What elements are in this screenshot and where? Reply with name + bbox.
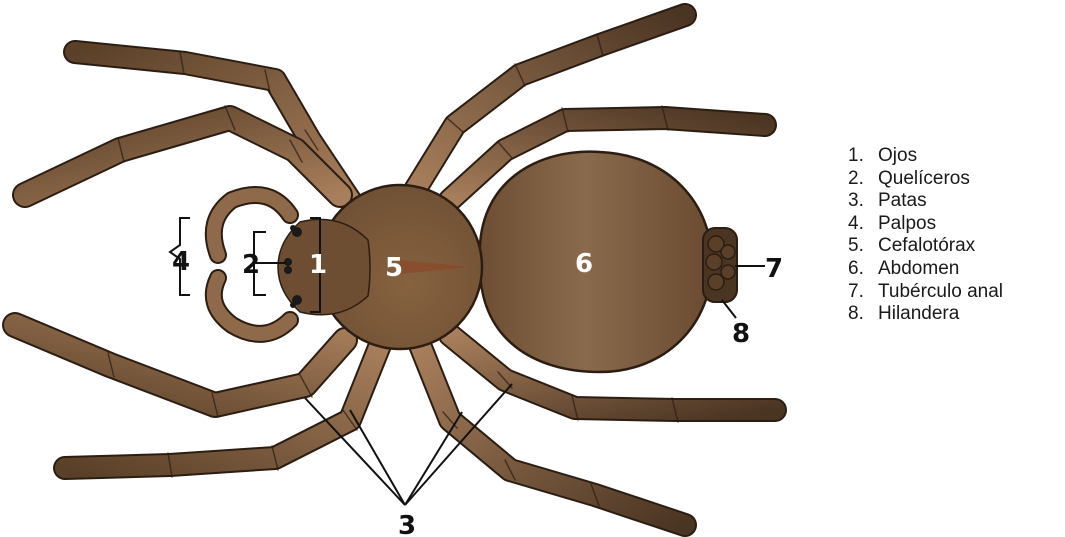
legend-label: Ojos [878, 145, 917, 168]
legend-label: Patas [878, 190, 927, 213]
legend-label: Quelíceros [878, 168, 970, 191]
label-cephalothorax: 5 [385, 253, 403, 283]
legend-number: 2. [848, 168, 878, 191]
legend-item: 1.Ojos [848, 145, 1003, 168]
legend-number: 8. [848, 303, 878, 326]
label-abdomen: 6 [575, 249, 593, 279]
legend-item: 3.Patas [848, 190, 1003, 213]
legend-label: Tubérculo anal [878, 281, 1003, 304]
legend-item: 2.Quelíceros [848, 168, 1003, 191]
legend-number: 5. [848, 235, 878, 258]
legend-number: 7. [848, 281, 878, 304]
legend-item: 4.Palpos [848, 213, 1003, 236]
legend-number: 6. [848, 258, 878, 281]
label-spinneret: 8 [732, 319, 750, 349]
legend: 1.Ojos 2.Quelíceros 3.Patas 4.Palpos 5.C… [848, 145, 1003, 326]
legend-item: 8.Hilandera [848, 303, 1003, 326]
leg-lower-right-outer [420, 345, 685, 525]
leg-lower-left-inner [15, 325, 345, 405]
legend-number: 3. [848, 190, 878, 213]
legend-label: Abdomen [878, 258, 959, 281]
label-chelicerae: 2 [242, 250, 260, 280]
label-legs: 3 [398, 511, 416, 537]
abdomen [480, 152, 712, 372]
spinneret [703, 228, 737, 302]
legend-item: 6.Abdomen [848, 258, 1003, 281]
legend-item: 5.Cefalotórax [848, 235, 1003, 258]
legend-label: Cefalotórax [878, 235, 975, 258]
label-eyes: 1 [309, 250, 327, 280]
legend-number: 4. [848, 213, 878, 236]
legend-label: Hilandera [878, 303, 959, 326]
label-anal-tubercle: 7 [765, 254, 783, 284]
legend-item: 7.Tubérculo anal [848, 281, 1003, 304]
legend-label: Palpos [878, 213, 936, 236]
legend-number: 1. [848, 145, 878, 168]
label-palps: 4 [172, 247, 190, 277]
